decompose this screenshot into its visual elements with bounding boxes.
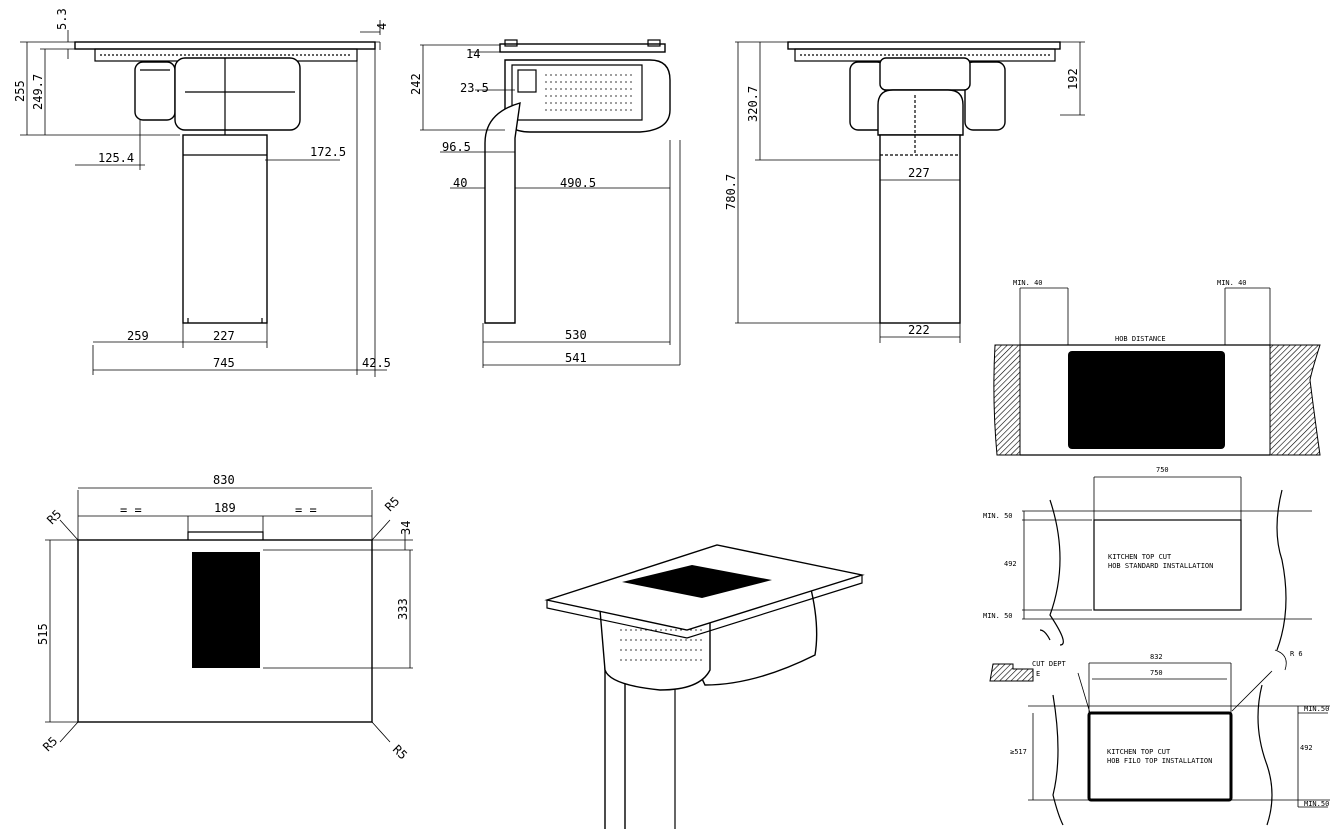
- standard-installation-diagram: 750 MIN. 50 492 MIN. 50 KITCHEN TOP CUT …: [983, 466, 1312, 651]
- radius-r6: R 6: [1290, 650, 1303, 658]
- width-750: 750: [1156, 466, 1169, 474]
- hob-distance-label: HOB DISTANCE: [1115, 335, 1166, 343]
- dim-192: 192: [1066, 68, 1080, 90]
- min-50-bottom: MIN. 50: [983, 612, 1013, 620]
- dim-530: 530: [565, 328, 587, 342]
- outer-depth-517: ≥517: [1010, 748, 1027, 756]
- min-50-bottom-filo: MIN.50: [1304, 800, 1329, 808]
- dim-227: 227: [213, 329, 235, 343]
- outer-width-832: 832: [1150, 653, 1163, 661]
- cut-depth-label-1: CUT DEPT: [1032, 660, 1067, 668]
- equal-left: = =: [120, 503, 142, 517]
- cut-label-1: KITCHEN TOP CUT: [1108, 553, 1172, 561]
- dim-4: 4: [375, 23, 389, 30]
- dim-42-5: 42.5: [362, 356, 391, 370]
- min-50-top-filo: MIN.50: [1304, 705, 1329, 713]
- filo-top-installation-diagram: 832 750 CUT DEPT E R 6 MIN.50 492 MIN.50…: [989, 629, 1330, 826]
- hob-distance-diagram: MIN. 40 MIN. 40 HOB DISTANCE: [993, 279, 1321, 456]
- radius-tr: R5: [382, 494, 402, 514]
- dim-222: 222: [908, 323, 930, 337]
- dim-40: 40: [453, 176, 467, 190]
- dim-189: 189: [214, 501, 236, 515]
- min-40-left: MIN. 40: [1013, 279, 1043, 287]
- dim-830: 830: [213, 473, 235, 487]
- filo-cut-label-1: KITCHEN TOP CUT: [1107, 748, 1171, 756]
- side-view: 242 14 23.5 96.5 40 490.5 530 541: [409, 39, 681, 368]
- dim-541: 541: [565, 351, 587, 365]
- dim-745: 745: [213, 356, 235, 370]
- dim-172-5: 172.5: [310, 145, 346, 159]
- perspective-view: [544, 544, 865, 829]
- depth-492: 492: [1004, 560, 1017, 568]
- dim-14: 14: [466, 47, 480, 61]
- min-40-right: MIN. 40: [1217, 279, 1247, 287]
- top-view: 830 189 = = = = 515 333 34 R5 R5 R5 R5: [36, 473, 413, 762]
- filo-cut-label-2: HOB FILO TOP INSTALLATION: [1107, 757, 1212, 765]
- depth-492-filo: 492: [1300, 744, 1313, 752]
- rear-view: 320.7 780.7 192 227 222: [724, 41, 1085, 343]
- dim-249-7: 249.7: [31, 74, 45, 110]
- cut-label-2: HOB STANDARD INSTALLATION: [1108, 562, 1213, 570]
- dim-96-5: 96.5: [442, 140, 471, 154]
- dim-255: 255: [13, 80, 27, 102]
- cut-depth-label-2: E: [1036, 670, 1040, 678]
- dim-320-7: 320.7: [746, 86, 760, 122]
- dim-227-rear: 227: [908, 166, 930, 180]
- dim-780-7: 780.7: [724, 174, 738, 210]
- dim-5-3: 5.3: [55, 8, 69, 30]
- equal-right: = =: [295, 503, 317, 517]
- dim-34: 34: [399, 521, 413, 535]
- dim-125-4: 125.4: [98, 151, 134, 165]
- dim-23-5: 23.5: [460, 81, 489, 95]
- dim-515: 515: [36, 623, 50, 645]
- radius-br: R5: [390, 742, 410, 762]
- min-50-top: MIN. 50: [983, 512, 1013, 520]
- dim-333: 333: [396, 598, 410, 620]
- inner-width-750: 750: [1150, 669, 1163, 677]
- dim-490-5: 490.5: [560, 176, 596, 190]
- front-view: 255 249.7 5.3 4 125.4 172.5 259 227 745 …: [13, 8, 391, 377]
- radius-tl: R5: [44, 507, 64, 527]
- radius-bl: R5: [40, 734, 60, 754]
- dim-242: 242: [409, 73, 423, 95]
- dim-259: 259: [127, 329, 149, 343]
